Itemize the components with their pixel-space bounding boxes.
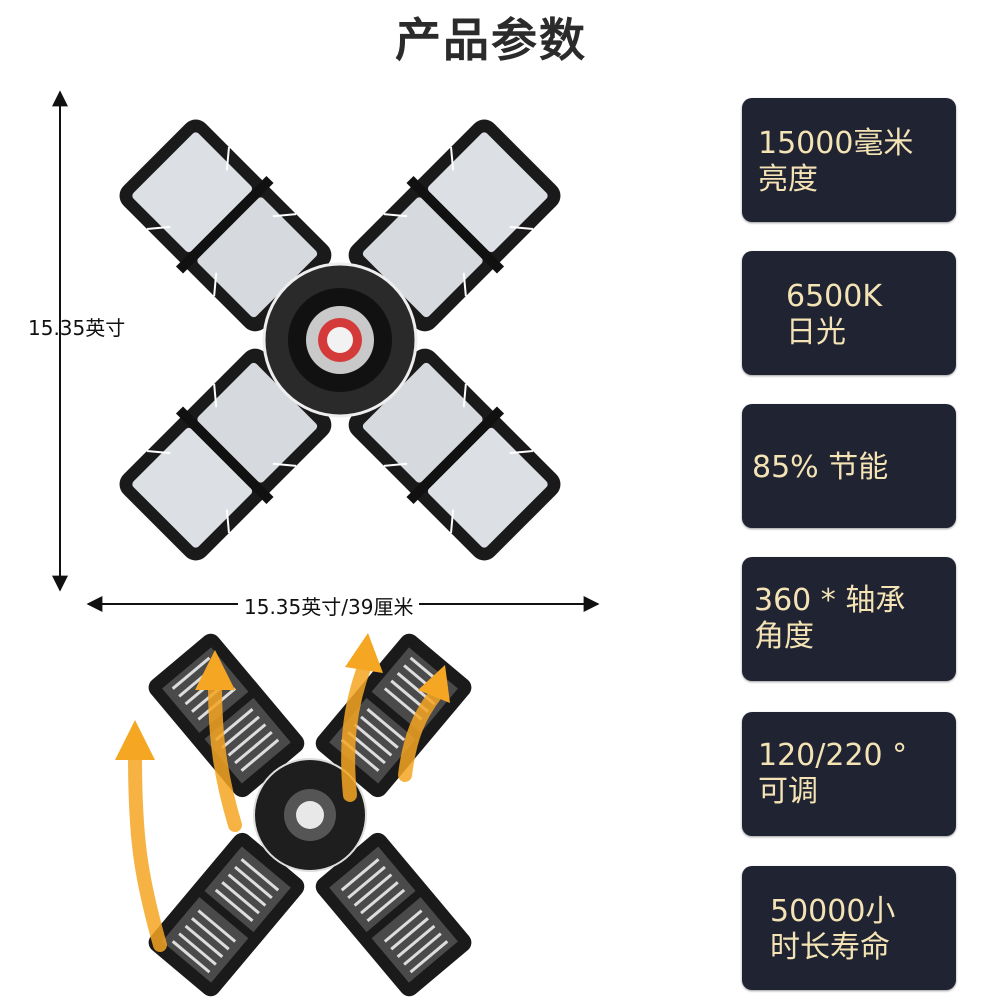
spec-line-2: 可调 (758, 774, 818, 809)
spec-card-adjustable: 120/220 ° 可调 (742, 712, 956, 836)
spec-line-2: 日光 (786, 315, 846, 350)
heat-arrow-heads (115, 633, 450, 760)
lamp-front-view (108, 108, 572, 572)
spec-line-1: 120/220 ° (758, 738, 908, 773)
lamp-heat-dissipation-view (115, 630, 477, 1000)
spec-card-color-temp: 6500K 日光 (742, 251, 956, 375)
spec-line-2: 时长寿命 (770, 930, 890, 965)
height-label: 15.35英寸 (28, 316, 126, 340)
spec-line-1: 50000小 (770, 894, 896, 929)
spec-line-2: 亮度 (758, 162, 818, 197)
spec-card-brightness: 15000毫米 亮度 (742, 98, 956, 222)
heat-arrows (128, 658, 442, 952)
spec-line-1: 6500K (786, 279, 883, 314)
width-label: 15.35英寸/39厘米 (238, 591, 420, 620)
spec-line-1: 85% 节能 (752, 450, 889, 485)
spec-line-2: 角度 (754, 619, 814, 654)
spec-line-1: 360 * 轴承 (754, 583, 906, 618)
spec-card-lifespan: 50000小 时长寿命 (742, 866, 956, 990)
spec-card-bearing-angle: 360 * 轴承 角度 (742, 557, 956, 681)
spec-line-1: 15000毫米 (758, 126, 914, 161)
page-title: 产品参数 (395, 13, 587, 67)
spec-card-energy-saving: 85% 节能 (742, 404, 956, 528)
